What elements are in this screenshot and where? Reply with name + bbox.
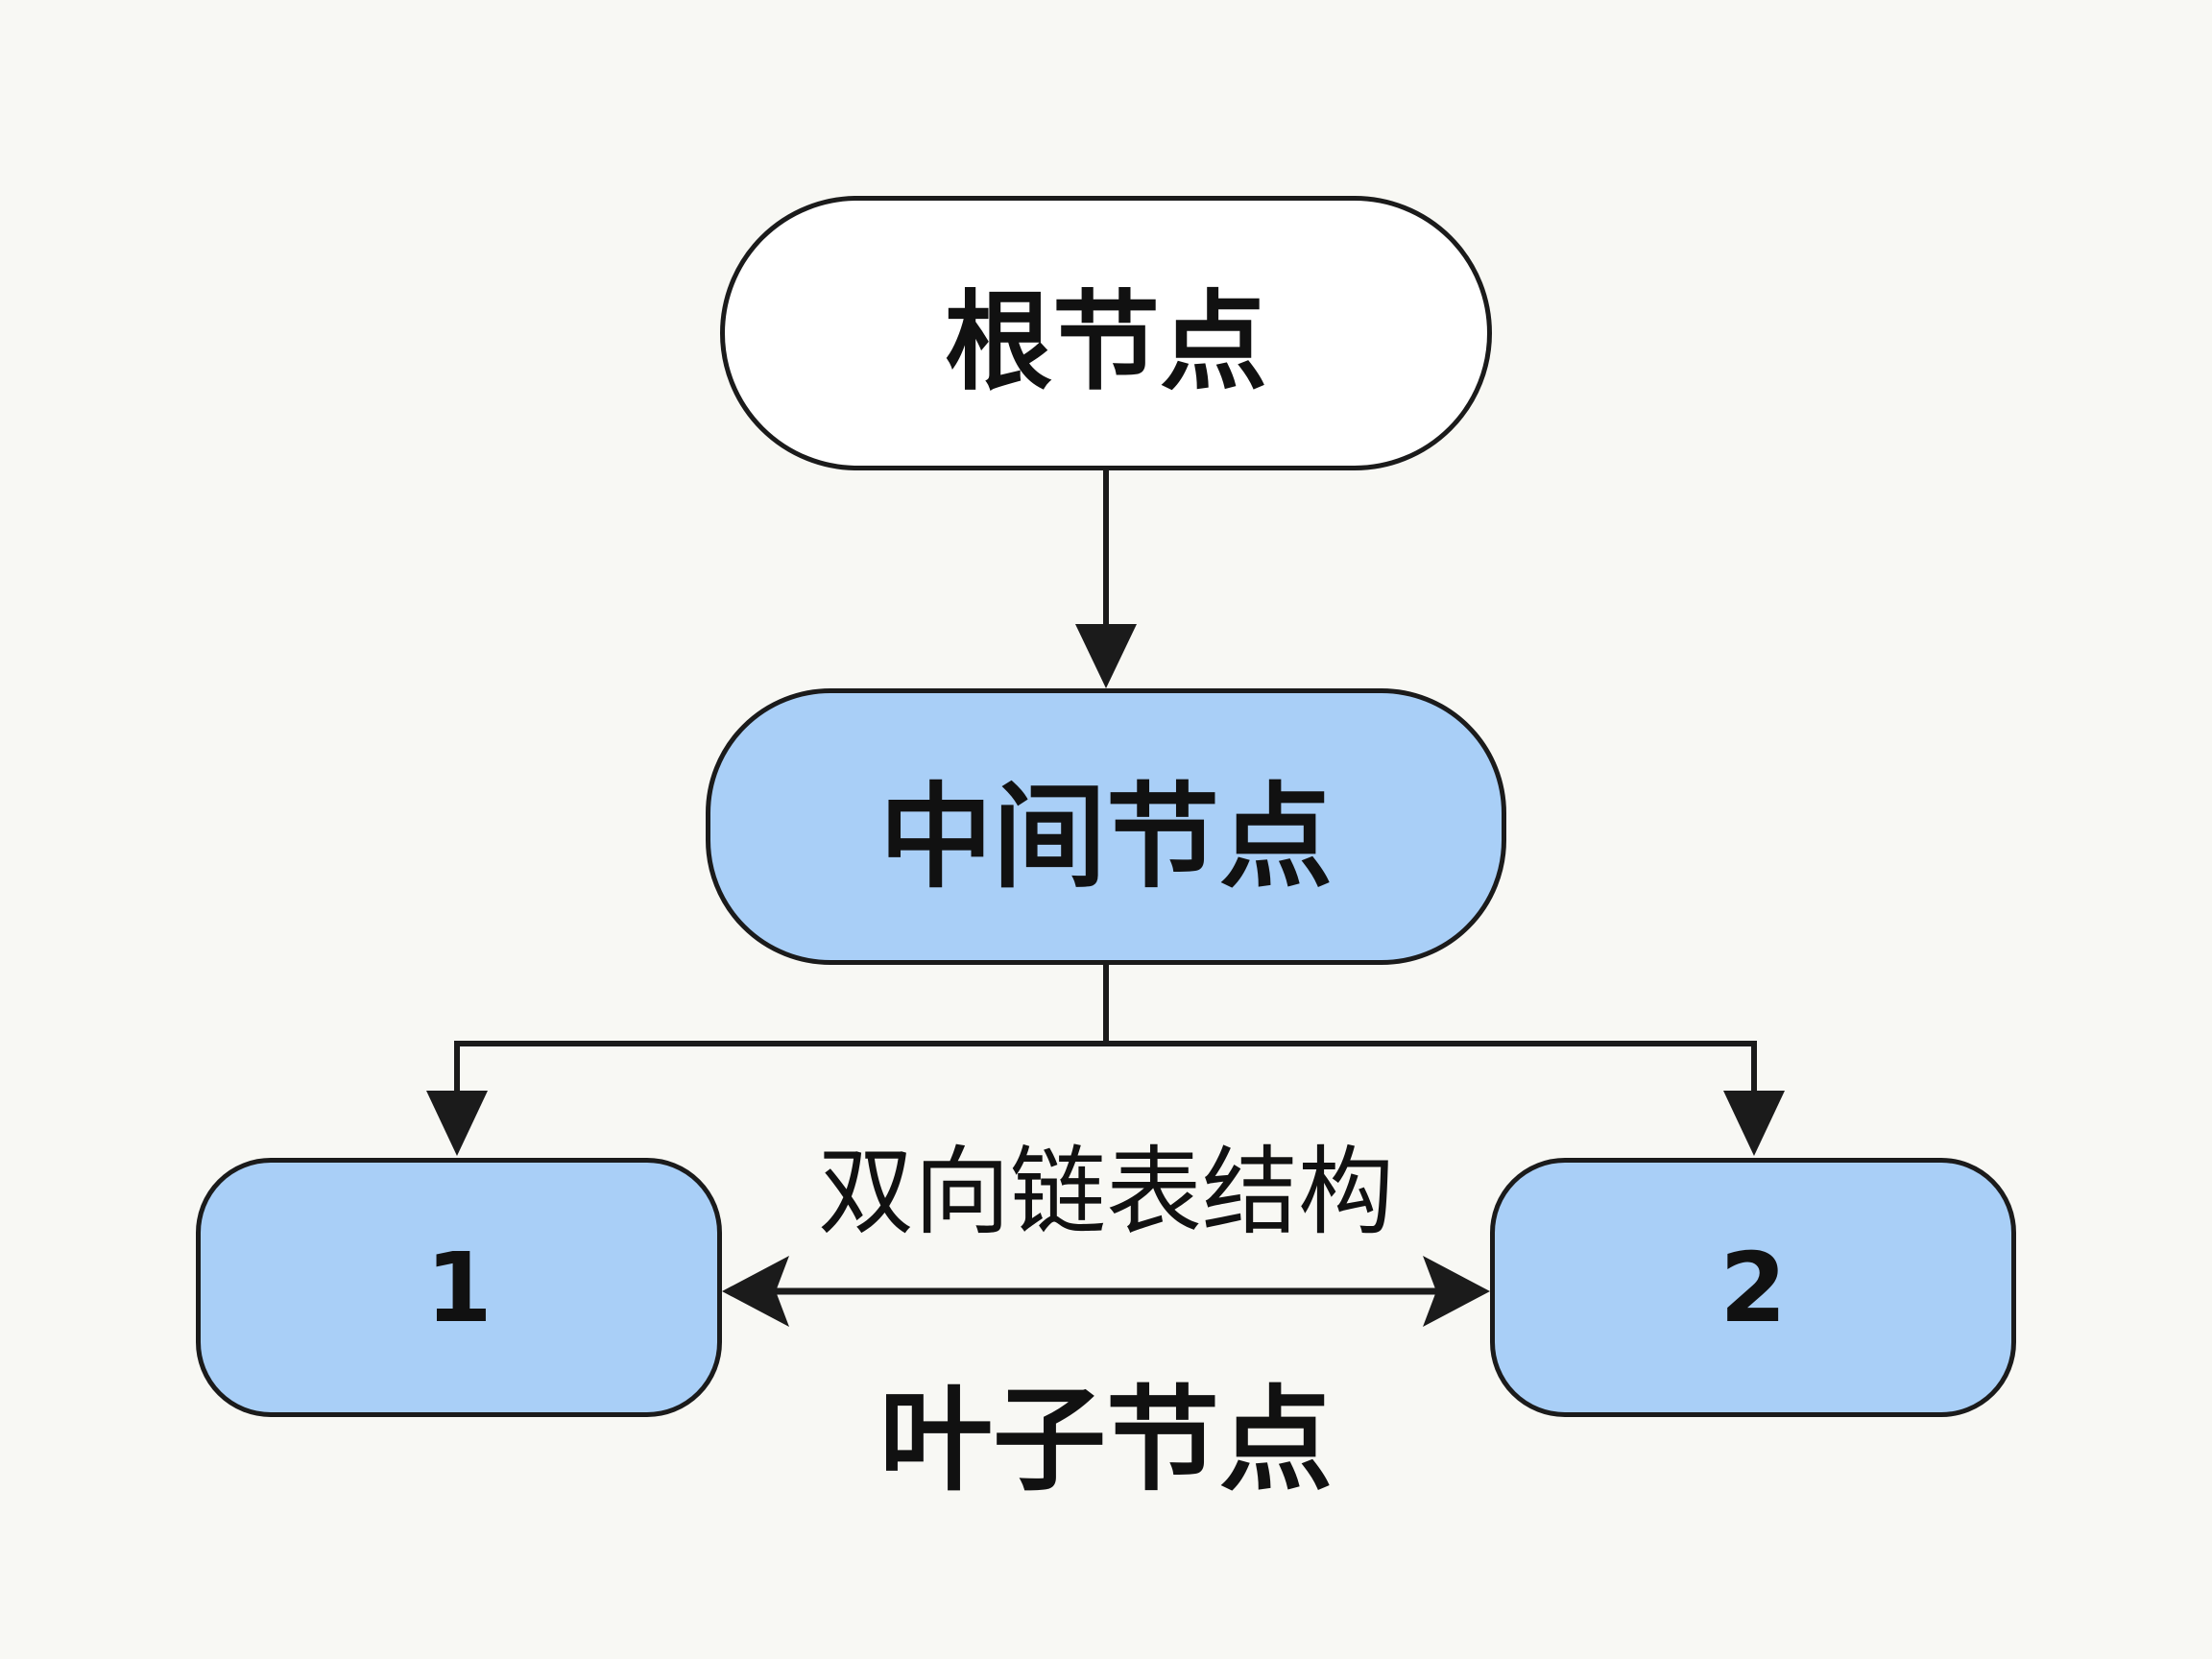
leaf-node-2-label: 2 xyxy=(1719,1231,1787,1344)
root-to-middle-arrowhead xyxy=(1075,624,1137,688)
bidirectional-link-left-arrowhead xyxy=(722,1256,789,1327)
leaf-node-1-label: 1 xyxy=(425,1231,493,1344)
leaf-nodes-label: 叶子节点 xyxy=(878,1374,1333,1506)
middle-node: 中间节点 xyxy=(706,688,1506,965)
bidirectional-link-right-arrowhead xyxy=(1423,1256,1490,1327)
leaf-node-1: 1 xyxy=(196,1158,722,1417)
leaf-node-2: 2 xyxy=(1490,1158,2016,1417)
middle-node-label: 中间节点 xyxy=(878,770,1333,903)
branch-to-leaf-2-arrowhead xyxy=(1723,1091,1785,1156)
root-node-label: 根节点 xyxy=(945,280,1267,405)
doubly-linked-list-label: 双向链表结构 xyxy=(818,1136,1394,1248)
branch-to-leaf-1-arrowhead xyxy=(426,1091,488,1156)
root-node: 根节点 xyxy=(720,196,1492,470)
